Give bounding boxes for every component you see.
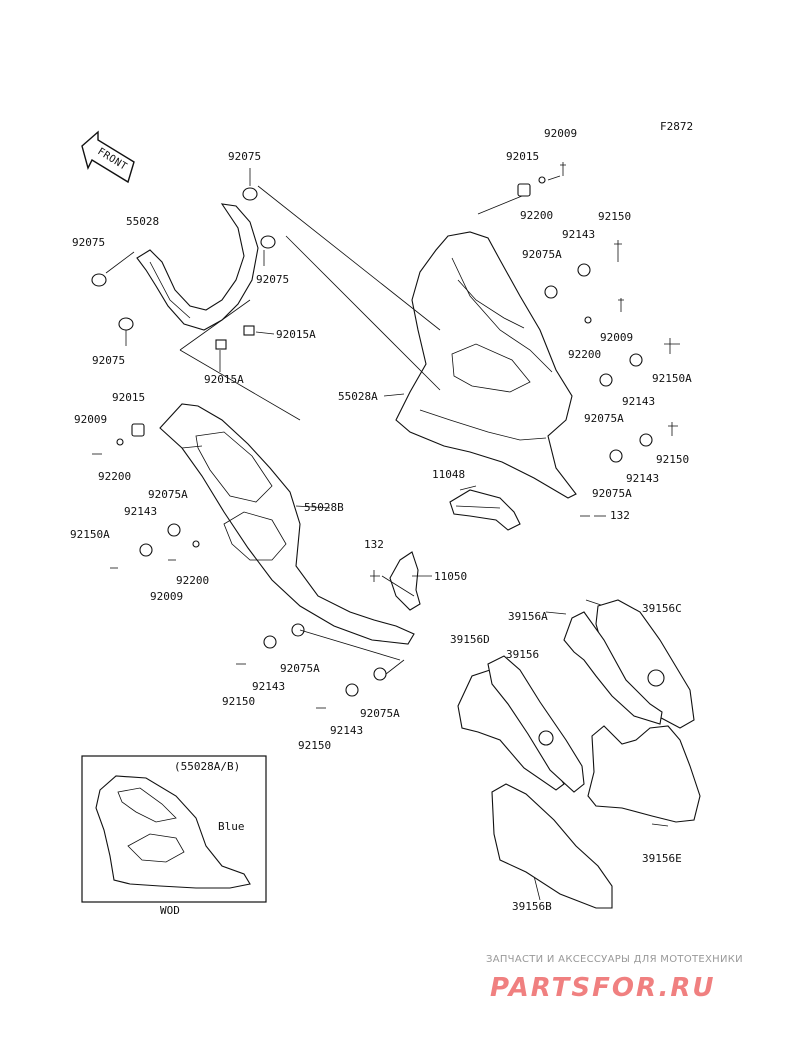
label-39156A: 39156A	[508, 610, 548, 623]
label-92075A-bottom2: 92075A	[360, 707, 400, 720]
color-inset	[81, 755, 267, 903]
label-39156D: 39156D	[450, 633, 490, 646]
label-92009-left: 92009	[74, 413, 107, 426]
label-92150: 92150	[598, 210, 631, 223]
pad-39156A	[563, 611, 663, 725]
label-132-center: 132	[364, 538, 384, 551]
inset-note: WOD	[160, 904, 180, 917]
label-92075-bottomleft: 92075	[92, 354, 125, 367]
label-92015-left: 92015	[112, 391, 145, 404]
label-55028: 55028	[126, 215, 159, 228]
label-39156: 39156	[506, 648, 539, 661]
label-92150A-right: 92150A	[652, 372, 692, 385]
watermark: ЗАПЧАСТИ И АКСЕССУАРЫ ДЛЯ МОТОТЕХНИКИ PA…	[486, 954, 743, 1003]
pad-39156E	[587, 725, 701, 823]
lower-cowl-part	[159, 403, 415, 645]
label-92200-left: 92200	[98, 470, 131, 483]
front-arrow-icon: FRONT	[81, 130, 135, 184]
label-132-right: 132	[610, 509, 630, 522]
label-92075A-left: 92075A	[148, 488, 188, 501]
label-92075A: 92075A	[522, 248, 562, 261]
bracket-11050-part	[389, 551, 421, 611]
label-92075-topleft: 92075	[228, 150, 261, 163]
label-92009-mid: 92009	[600, 331, 633, 344]
label-92150A-left: 92150A	[70, 528, 110, 541]
watermark-tagline: ЗАПЧАСТИ И АКСЕССУАРЫ ДЛЯ МОТОТЕХНИКИ	[486, 954, 743, 965]
label-55028A: 55028A	[338, 390, 378, 403]
label-11048: 11048	[432, 468, 465, 481]
label-55028B: 55028B	[304, 501, 344, 514]
watermark-brand: PARTSFOR.RU	[490, 973, 715, 1003]
label-39156E: 39156E	[642, 852, 682, 865]
label-92200-left2: 92200	[176, 574, 209, 587]
label-92009: 92009	[544, 127, 577, 140]
label-92150-bottom1: 92150	[222, 695, 255, 708]
label-39156B: 39156B	[512, 900, 552, 913]
label-92143: 92143	[562, 228, 595, 241]
label-92075-left: 92075	[72, 236, 105, 249]
label-92075A-right: 92075A	[584, 412, 624, 425]
label-92200: 92200	[520, 209, 553, 222]
label-92143-right2: 92143	[626, 472, 659, 485]
label-92009-left2: 92009	[150, 590, 183, 603]
label-92200-mid: 92200	[568, 348, 601, 361]
leader-lines	[105, 168, 669, 901]
pad-39156B	[491, 783, 613, 909]
label-92075-center: 92075	[256, 273, 289, 286]
pad-39156	[487, 655, 585, 793]
label-11050: 11050	[434, 570, 467, 583]
inset-color-label: Blue	[218, 820, 245, 833]
label-92015A-a: 92015A	[276, 328, 316, 341]
hardware-parts	[91, 162, 680, 709]
part-labels: 92009 92015 92200 92150 92143 92075A 920…	[70, 127, 692, 917]
inset-caption: (55028A/B)	[174, 760, 240, 773]
label-92150-bottom2: 92150	[298, 739, 331, 752]
label-92075A-bottom1: 92075A	[280, 662, 320, 675]
label-92143-bottom1: 92143	[252, 680, 285, 693]
label-92015A-b: 92015A	[204, 373, 244, 386]
bracket-11048-part	[449, 489, 521, 531]
upper-cowl-part	[395, 231, 577, 499]
label-92015: 92015	[506, 150, 539, 163]
figure-code: F2872	[660, 120, 693, 133]
label-92150-right: 92150	[656, 453, 689, 466]
label-92143-bottom2: 92143	[330, 724, 363, 737]
label-92143-left: 92143	[124, 505, 157, 518]
label-92143-right: 92143	[622, 395, 655, 408]
label-39156C: 39156C	[642, 602, 682, 615]
insulator-pads	[457, 599, 701, 909]
label-92075A-right2: 92075A	[592, 487, 632, 500]
inner-cowl-part	[136, 203, 259, 331]
